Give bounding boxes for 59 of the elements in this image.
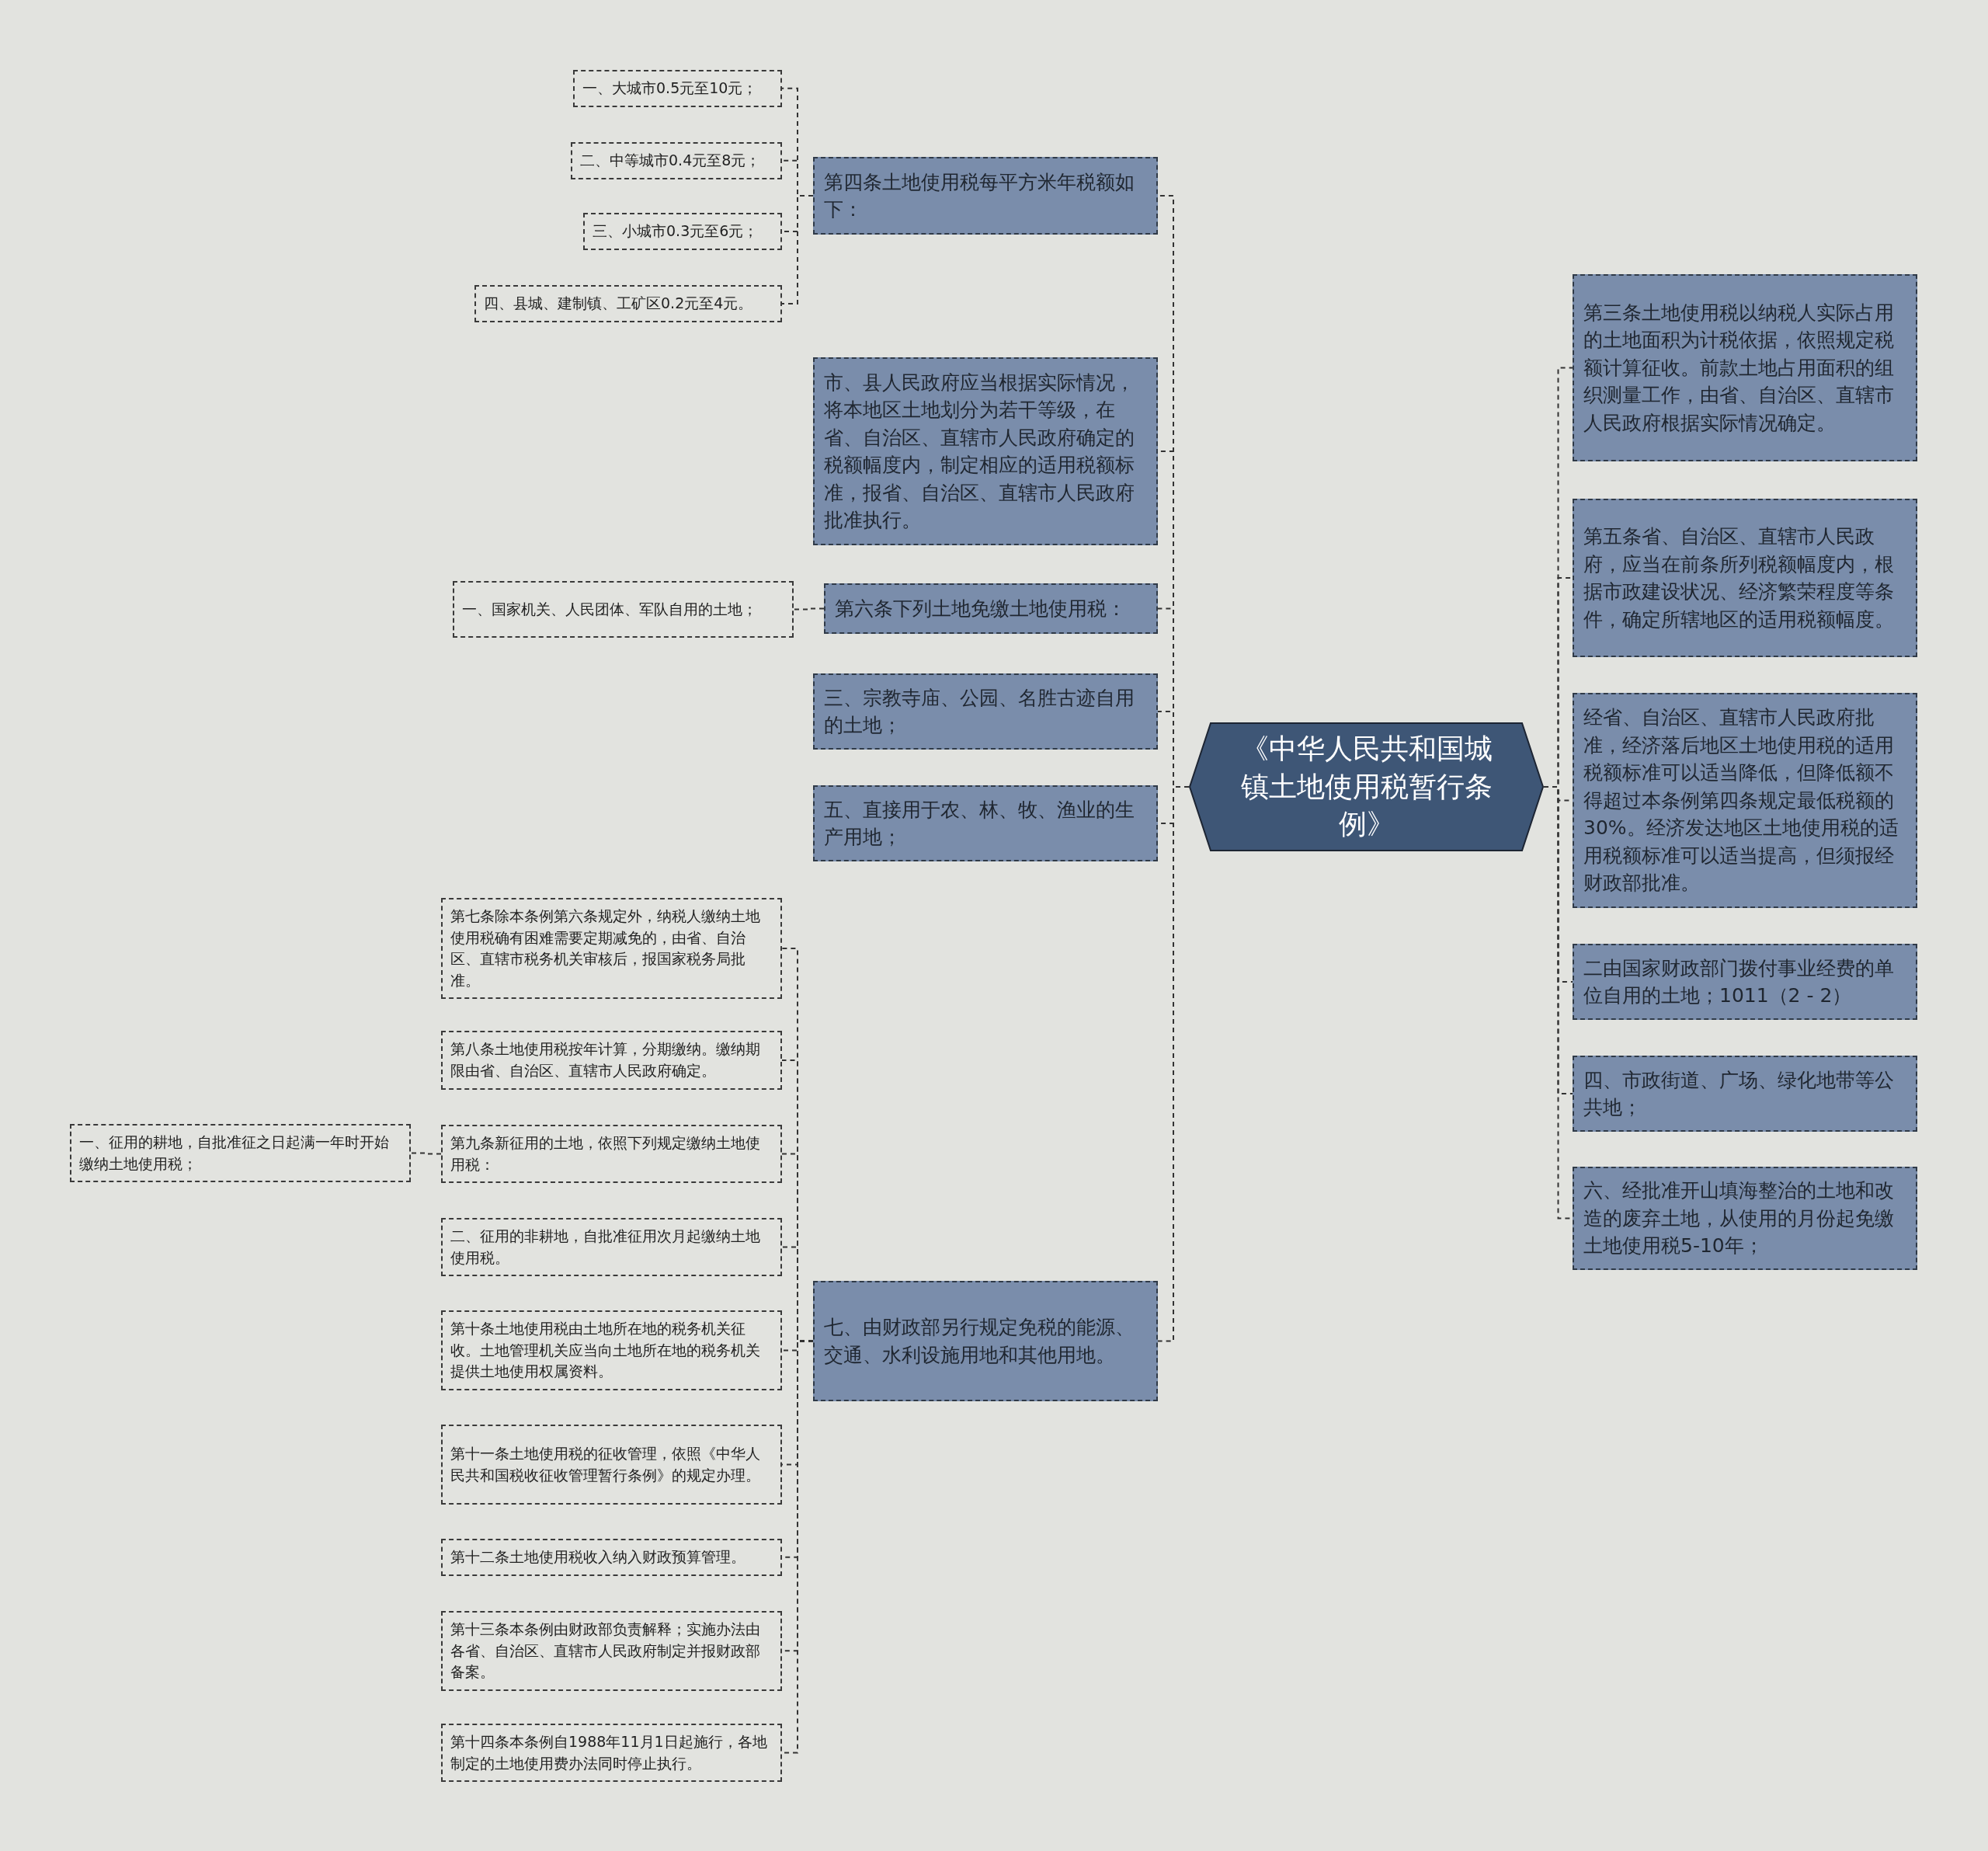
connector-line [781,195,814,304]
topic-box [1573,1056,1917,1132]
topic-box [1573,944,1917,1020]
subtopic-box [573,70,782,107]
topic-text: 一、征用的耕地，自批准征之日起满一年时开始缴纳土地使用税； [79,1133,390,1174]
topic-text: 第三条土地使用税以纳税人实际占用的土地面积为计税依据，依照规定税额计算征收。前款土地占用面积的组织测量工作，由省、自治区、直辖市人民政府根据实际情况确定。 [1583,300,1895,436]
topic-text: 一、大城市0.5元至10元； [582,78,759,98]
subtopic-box [441,1310,782,1390]
topic-text: 第九条新征用的土地，依照下列规定缴纳土地使用税： [450,1133,761,1174]
topic-box [824,583,1158,634]
topic-text: 二、征用的非耕地，自批准征用次月起缴纳土地使用税。 [450,1226,761,1268]
topic-text: 六、经批准开山填海整治的土地和改造的废弃土地，从使用的月份起免缴土地使用税5-10年； [1583,1178,1895,1259]
topic-text: 三、小城市0.3元至6元； [593,221,759,242]
topic-text: 第五条省、自治区、直辖市人民政府，应当在前条所列税额幅度内，根据市政建设状况、经济繁荣程度等条件，确定所辖地区的适用税额幅度。 [1583,524,1895,632]
subtopic-box [441,1031,782,1090]
topic-box [813,1281,1158,1401]
topic-text: 第十条土地使用税由土地所在地的税务机关征收。土地管理机关应当向土地所在地的税务机关提供土地使用权属资料。 [450,1319,761,1382]
topic-text: 第六条下列土地免缴土地使用税： [835,596,1127,621]
topic-text: 三、宗教寺庙、公园、名胜古迹自用的土地； [824,685,1135,738]
topic-box [813,785,1158,861]
subtopic-box [441,1218,782,1277]
topic-box [813,157,1158,235]
topic-box [1573,1167,1917,1270]
topic-text: 二由国家财政部门拨付事业经费的单位自用的土地；1011（2 - 2） [1583,955,1895,1008]
topic-box [813,673,1158,750]
subtopic-box [70,1124,411,1183]
topic-box [813,357,1158,545]
subtopic-box [441,898,782,1000]
subtopic-box [441,1724,782,1783]
topic-text: 市、县人民政府应当根据实际情况，将本地区土地划分为若干等级，在省、自治区、直辖市人民政府确定的税额幅度内，制定相应的适用税额标准，报省、自治区、直辖市人民政府批准执行。 [824,370,1135,533]
topic-text: 二、中等城市0.4元至8元； [580,151,762,170]
subtopic-box [441,1125,782,1184]
topic-text: 经省、自治区、直辖市人民政府批准，经济落后地区土地使用税的适用税额标准可以适当降低，但降低额不得超过本条例第四条规定最低税额的30%。经济发达地区土地使用税的适用税额标准可以适当提高，但须报经财政部批准。 [1583,705,1899,896]
subtopic-box [441,1539,782,1576]
subtopic-box [453,581,794,638]
subtopic-box [583,213,782,250]
central-topic [1189,722,1544,851]
subtopic-box [441,1611,782,1691]
topic-box [1573,693,1917,908]
topic-text: 第十二条土地使用税收入纳入财政预算管理。 [450,1547,746,1567]
topic-text: 一、国家机关、人民团体、军队自用的土地； [462,599,758,619]
topic-text: 第十四条本条例自1988年11月1日起施行，各地制定的土地使用费办法同时停止执行。 [450,1732,768,1773]
topic-text: 第十三条本条例由财政部负责解释；实施办法由各省、自治区、直辖市人民政府制定并报财政部备案。 [450,1620,761,1682]
topic-box [1573,499,1917,657]
topic-text: 七、由财政部另行规定免税的能源、交通、水利设施用地和其他用地。 [824,1315,1135,1368]
connector-line [793,607,825,611]
topic-text: 第七条除本条例第六条规定外，纳税人缴纳土地使用税确有困难需要定期减免的，由省、自治区、直辖市税务机关审核后，报国家税务局批准。 [450,906,761,990]
topic-text: 四、市政街道、广场、绿化地带等公共地； [1583,1067,1895,1120]
topic-text: 第八条土地使用税按年计算，分期缴纳。缴纳期限由省、自治区、直辖市人民政府确定。 [450,1039,761,1080]
topic-box [1573,274,1917,461]
connector-line [410,1152,442,1155]
topic-text: 第四条土地使用税每平方米年税额如下： [824,169,1135,222]
subtopic-box [571,142,782,179]
topic-text: 五、直接用于农、林、牧、渔业的生产用地； [824,797,1135,850]
topic-text: 四、县城、建制镇、工矿区0.2元至4元。 [484,294,754,314]
subtopic-box [474,285,782,322]
topic-text: 《中华人民共和国城镇土地使用税暂行条例》 [1239,732,1493,842]
topic-text: 第十一条土地使用税的征收管理，依照《中华人民共和国税收征收管理暂行条例》的规定办理。 [450,1443,761,1485]
subtopic-box [441,1425,782,1505]
